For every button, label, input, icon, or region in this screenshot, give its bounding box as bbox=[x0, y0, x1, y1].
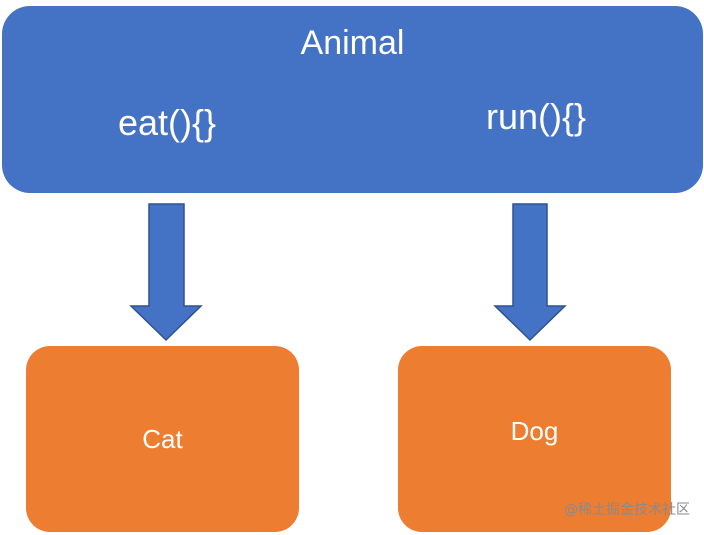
cat-label: Cat bbox=[142, 423, 183, 454]
arrow-to-cat bbox=[129, 203, 203, 342]
animal-class-box: Animal eat(){} run(){} bbox=[2, 6, 703, 193]
dog-class-box: Dog bbox=[398, 346, 671, 532]
animal-title: Animal bbox=[300, 24, 405, 62]
arrow-to-dog bbox=[493, 203, 567, 342]
dog-label: Dog bbox=[510, 415, 559, 446]
watermark: @稀土掘金技术社区 bbox=[564, 502, 690, 518]
method-eat: eat(){} bbox=[118, 102, 217, 143]
method-run: run(){} bbox=[486, 96, 587, 137]
cat-class-box: Cat bbox=[26, 346, 299, 532]
